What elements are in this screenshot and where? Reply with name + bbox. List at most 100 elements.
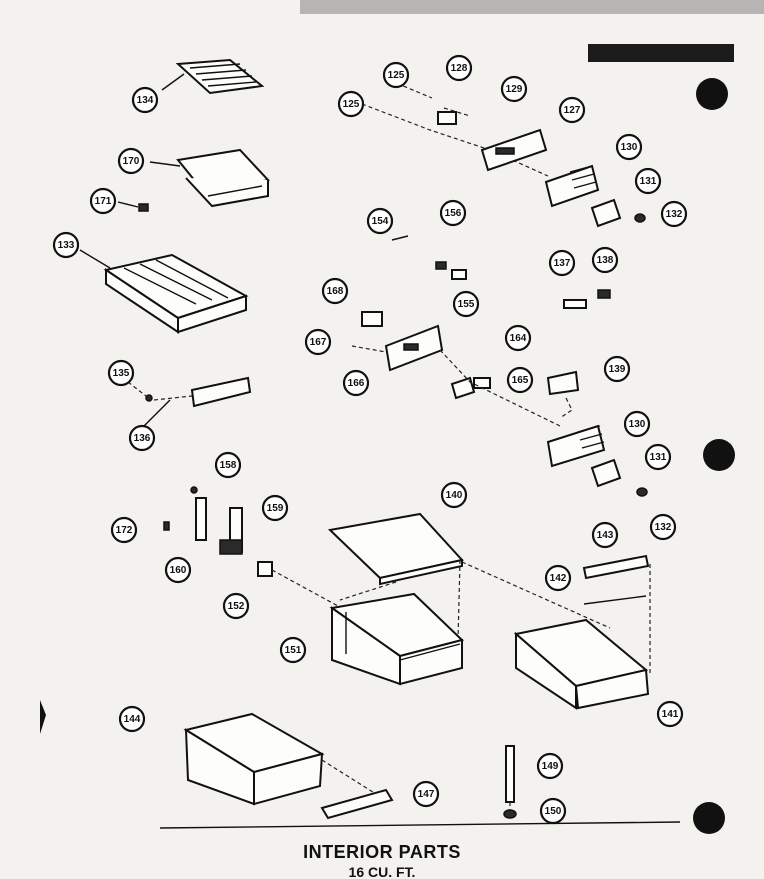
- callout-137: 137: [548, 249, 576, 277]
- callout-number: 130: [629, 419, 646, 430]
- callout-bubble: [89, 187, 117, 215]
- callout-number: 160: [170, 565, 187, 576]
- callout-number: 144: [124, 714, 141, 725]
- diagram-subtitle: 16 CU. FT.: [348, 864, 416, 879]
- callout-number: 152: [228, 601, 245, 612]
- part-171: [138, 203, 149, 212]
- callout-bubble: [539, 797, 567, 825]
- callout-bubble: [118, 705, 146, 733]
- callout-151: 151: [279, 636, 307, 664]
- scan-dark-bar: [588, 44, 734, 62]
- callout-136: 136: [128, 424, 156, 452]
- callout-bubble: [412, 780, 440, 808]
- callout-bubble: [656, 700, 684, 728]
- callout-165: 165: [506, 366, 534, 394]
- callout-number: 127: [564, 105, 581, 116]
- callout-149: 149: [536, 752, 564, 780]
- callout-125: 125: [382, 61, 410, 89]
- callout-142: 142: [544, 564, 572, 592]
- callout-bubble: [544, 564, 572, 592]
- callout-135: 135: [107, 359, 135, 387]
- callout-bubble: [222, 592, 250, 620]
- callout-bubble: [337, 90, 365, 118]
- part-ice-tray: [161, 58, 265, 95]
- part-trim-143: [582, 554, 650, 580]
- part-156: [435, 261, 447, 270]
- callout-bubble: [452, 290, 480, 318]
- callout-bubble: [117, 147, 145, 175]
- callout-164: 164: [504, 324, 532, 352]
- callout-number: 168: [327, 286, 344, 297]
- callout-number: 150: [545, 806, 562, 817]
- callout-bubble: [623, 410, 651, 438]
- callout-bubble: [615, 133, 643, 161]
- part-upper-control-assembly: [361, 77, 646, 228]
- callout-bubble: [445, 54, 473, 82]
- callout-bubble: [110, 516, 138, 544]
- callout-bubble: [342, 369, 370, 397]
- callout-155: 155: [452, 290, 480, 318]
- callout-number: 133: [58, 240, 75, 251]
- part-138: [597, 289, 611, 299]
- callout-number: 130: [621, 142, 638, 153]
- callout-bubble: [603, 355, 631, 383]
- callout-number: 155: [458, 299, 475, 310]
- callout-171: 171: [89, 187, 117, 215]
- part-vegetable-bin: [183, 712, 377, 806]
- callout-number: 134: [137, 95, 154, 106]
- scan-mark-left: [40, 700, 46, 734]
- callout-154: 154: [366, 207, 394, 235]
- callout-bubble: [128, 424, 156, 452]
- callout-number: 140: [446, 490, 463, 501]
- callout-bubble: [548, 249, 576, 277]
- callout-159: 159: [261, 494, 289, 522]
- callout-bubble: [279, 636, 307, 664]
- part-freezer-shelf: [79, 249, 249, 334]
- callout-layer: 1341701711331351361251251281291271301311…: [52, 54, 688, 825]
- part-strip-136: [190, 376, 252, 408]
- callout-bubble: [440, 481, 468, 509]
- callout-number: 135: [113, 368, 130, 379]
- callout-number: 125: [388, 70, 405, 81]
- callout-bubble: [304, 328, 332, 356]
- callout-bubble: [536, 752, 564, 780]
- callout-128: 128: [445, 54, 473, 82]
- callout-number: 136: [134, 433, 151, 444]
- diagram-title: INTERIOR PARTS: [303, 842, 461, 862]
- part-hinge-bracket-assembly: [163, 486, 339, 607]
- callout-167: 167: [304, 328, 332, 356]
- callout-number: 172: [116, 525, 133, 536]
- callout-158: 158: [214, 451, 242, 479]
- callout-143: 143: [591, 521, 619, 549]
- callout-bubble: [660, 200, 688, 228]
- callout-bubble: [366, 207, 394, 235]
- base-line: [159, 821, 681, 829]
- callout-number: 166: [348, 378, 365, 389]
- binder-hole-bottom: [693, 802, 725, 834]
- callout-number: 139: [609, 364, 626, 375]
- callout-bubble: [634, 167, 662, 195]
- callout-bubble: [52, 231, 80, 259]
- part-rod-149: [505, 745, 515, 803]
- callout-130: 130: [623, 410, 651, 438]
- part-screw-135: [145, 394, 153, 402]
- callout-127: 127: [558, 96, 586, 124]
- callout-number: 125: [343, 99, 360, 110]
- callout-139: 139: [603, 355, 631, 383]
- callout-number: 129: [506, 84, 523, 95]
- callout-125: 125: [337, 90, 365, 118]
- callout-bubble: [644, 443, 672, 471]
- callout-138: 138: [591, 246, 619, 274]
- callout-number: 149: [542, 761, 559, 772]
- callout-number: 131: [640, 176, 657, 187]
- callout-131: 131: [634, 167, 662, 195]
- callout-bubble: [214, 451, 242, 479]
- callout-number: 165: [512, 375, 529, 386]
- callout-bubble: [382, 61, 410, 89]
- callout-number: 164: [510, 333, 527, 344]
- callout-152: 152: [222, 592, 250, 620]
- callout-number: 132: [666, 209, 683, 220]
- part-crisper-cover: [327, 512, 611, 641]
- callout-156: 156: [439, 199, 467, 227]
- callout-bubble: [591, 246, 619, 274]
